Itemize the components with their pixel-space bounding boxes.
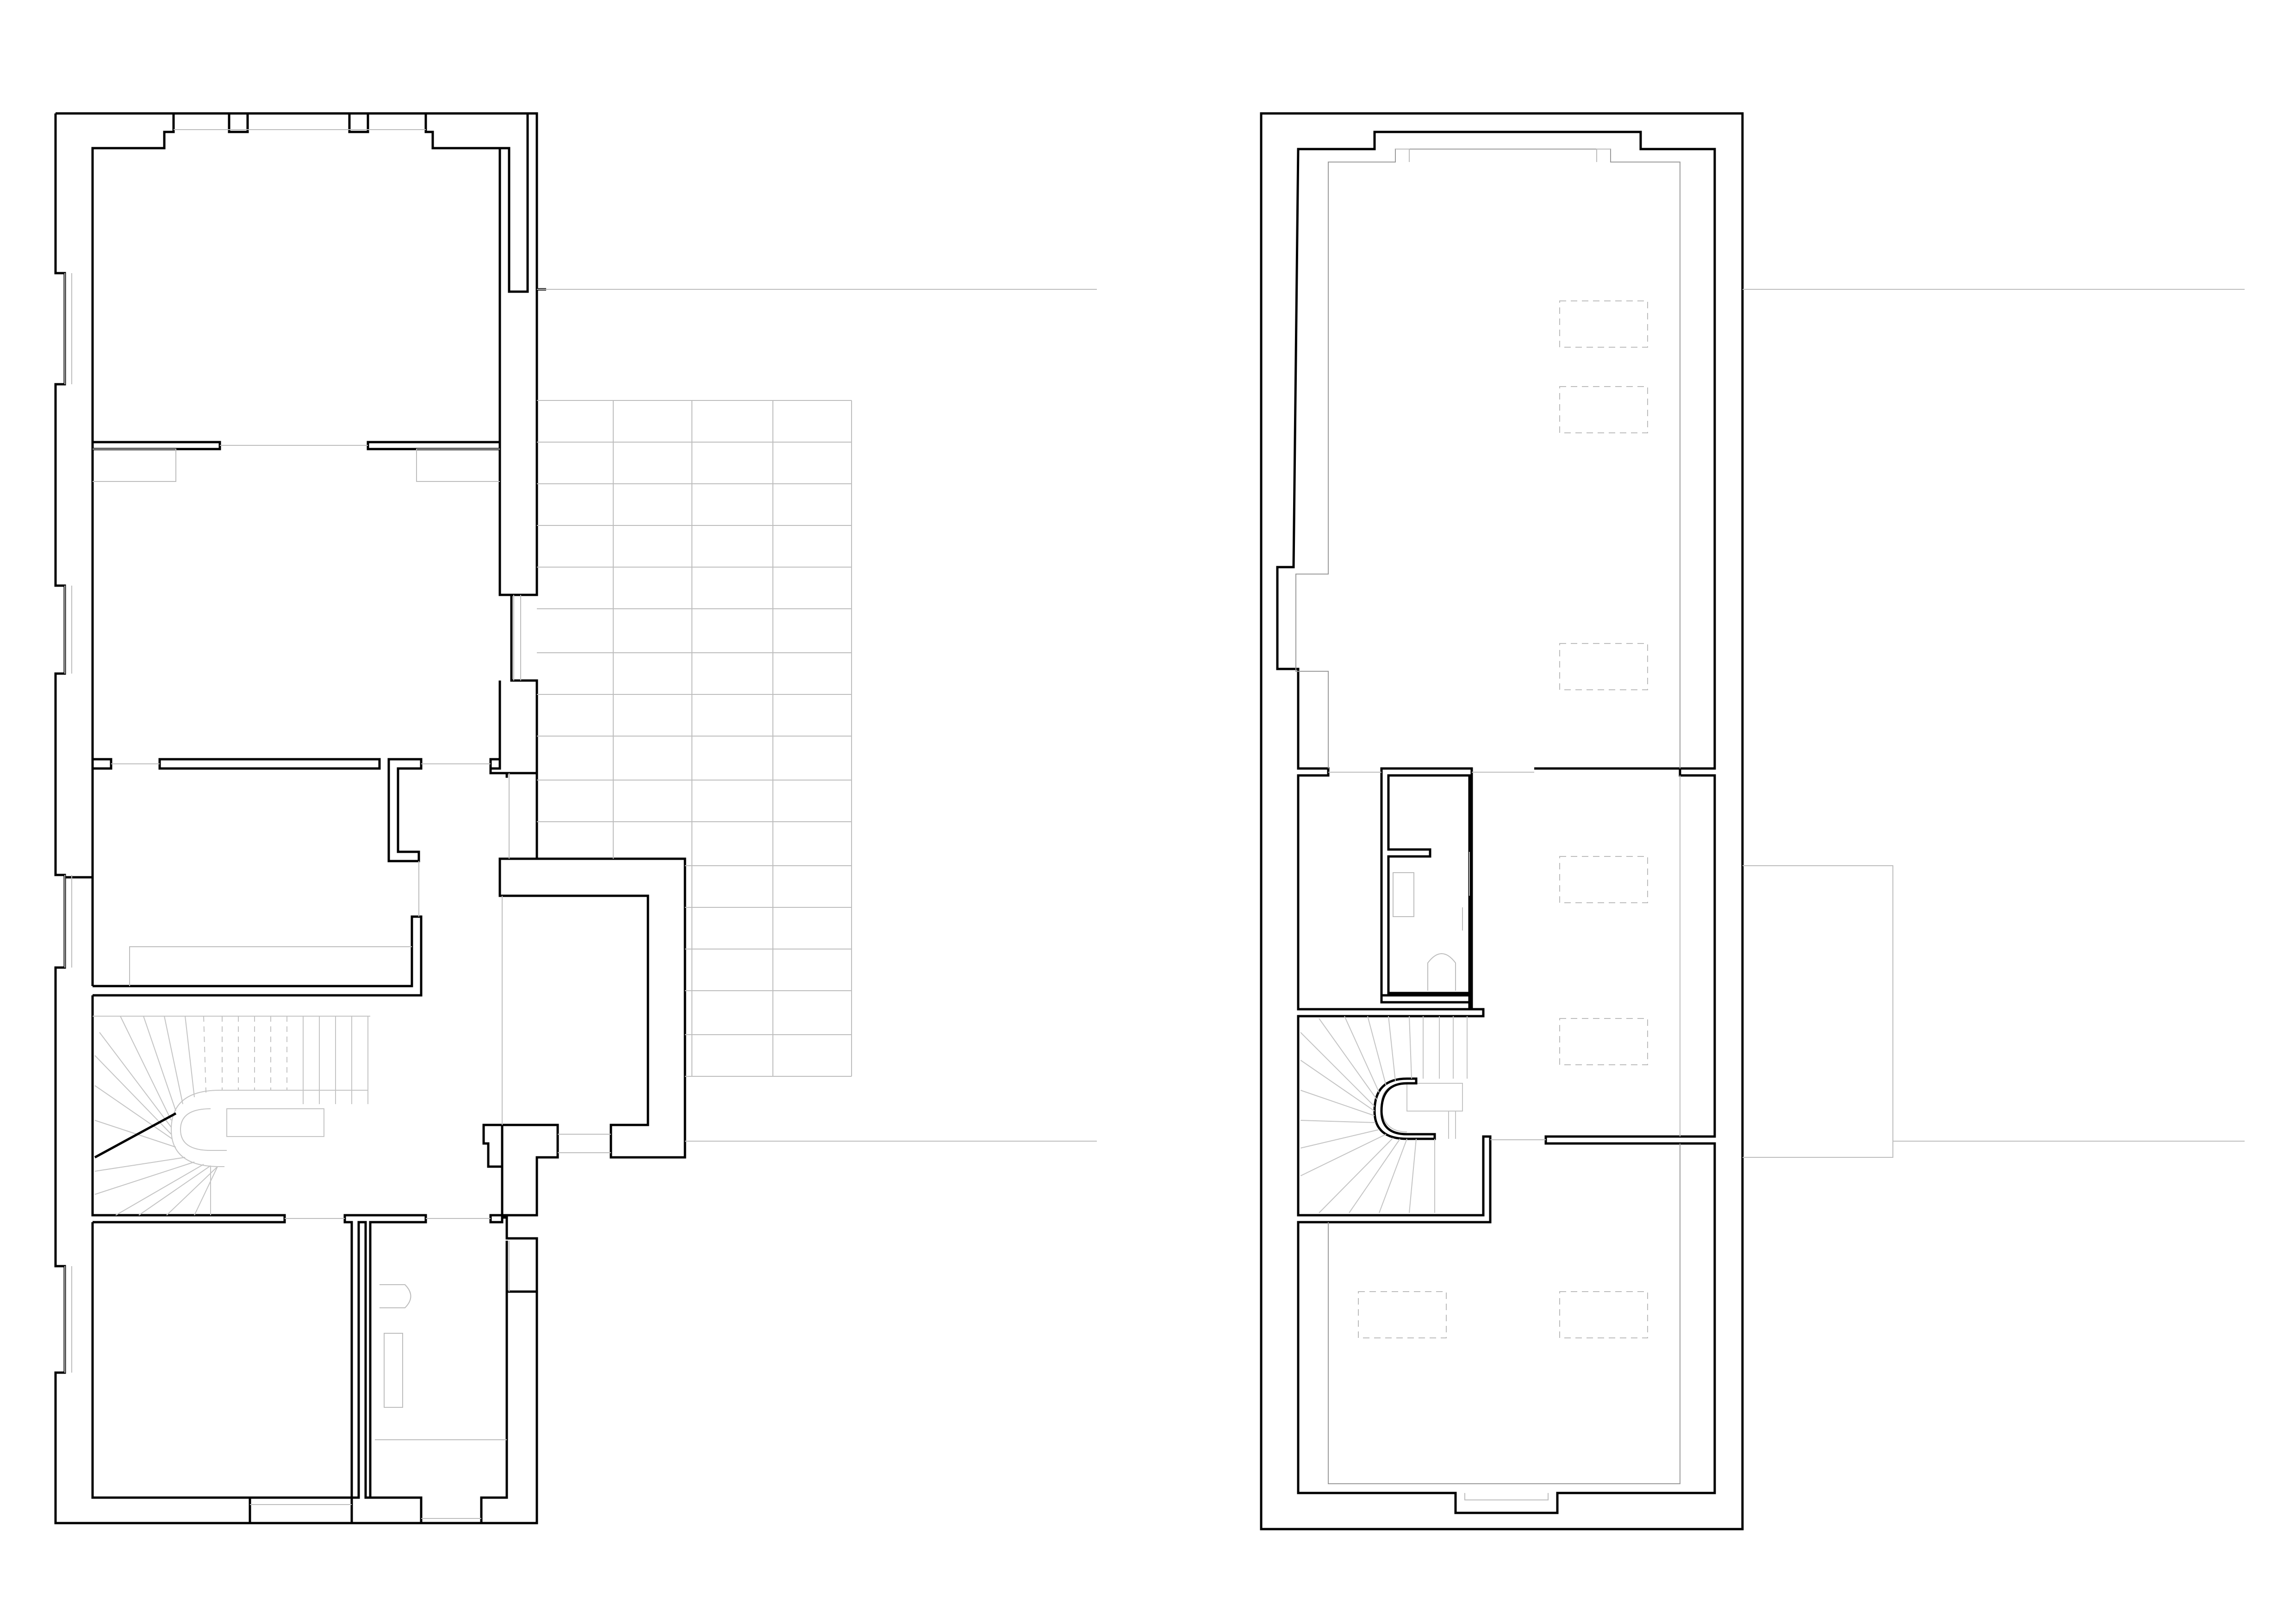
ground-floor-details (93, 445, 510, 1440)
attic-roof-outline (1260, 112, 1744, 1530)
ground-floor-staircase (93, 1016, 370, 1216)
attic-staircase (1300, 1016, 1468, 1213)
ground-floor-walls (56, 112, 686, 1524)
attic-details (1295, 149, 2245, 1500)
attic-floor-plan (1260, 112, 2245, 1530)
ground-floor-windows (64, 273, 611, 1519)
ground-floor-outer-walls (54, 112, 538, 1524)
attic-walls (1276, 131, 1716, 1514)
ground-floor-plan (54, 112, 1097, 1524)
ground-floor-terrace (537, 289, 1097, 1142)
